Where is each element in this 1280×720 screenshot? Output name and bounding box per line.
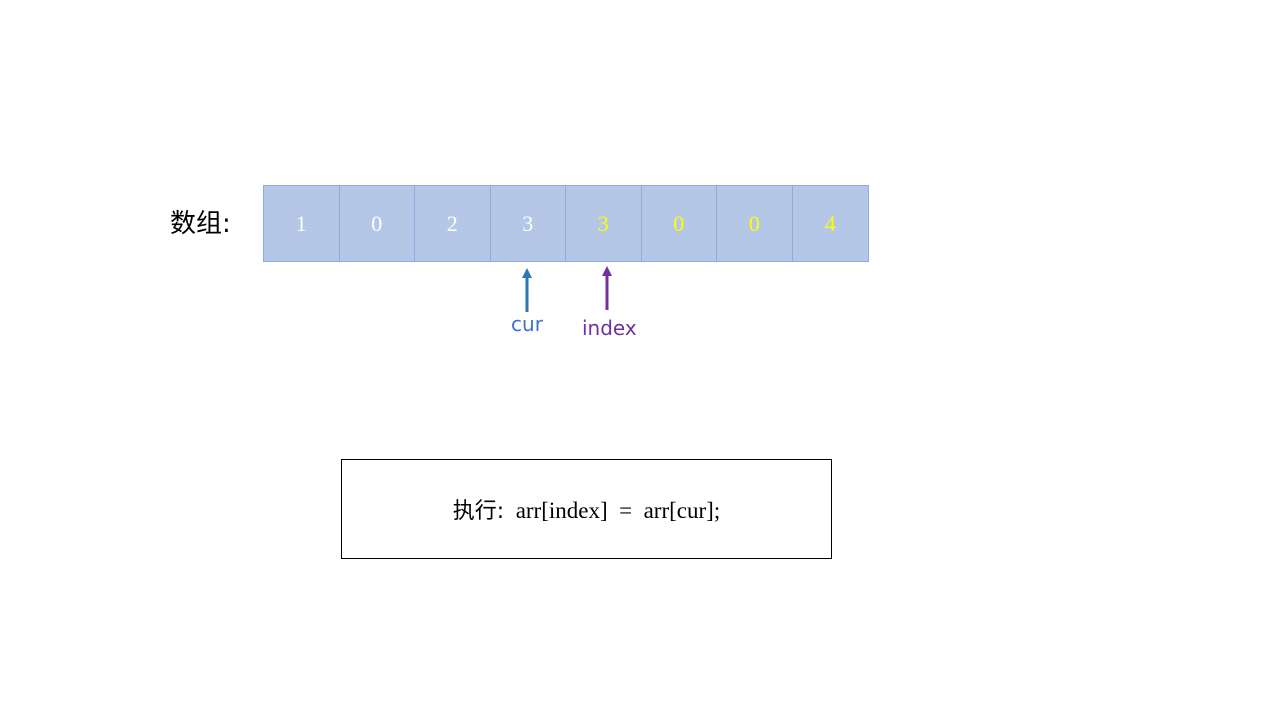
code-prefix: 执行:: [452, 499, 505, 524]
index-label: index: [582, 316, 637, 340]
array-cell: 0: [641, 186, 717, 261]
index-pointer: index: [582, 266, 637, 340]
array-cell: 1: [264, 186, 340, 261]
code-expression: arr[index] = arr[cur];: [504, 498, 721, 523]
code-box: 执行: arr[index] = arr[cur];: [341, 459, 832, 559]
array-cell: 3: [566, 186, 642, 261]
cur-label: cur: [511, 312, 543, 336]
array-cell: 4: [792, 186, 868, 261]
array-cell: 0: [339, 186, 415, 261]
array-cell: 0: [717, 186, 793, 261]
array-cell: 2: [415, 186, 491, 261]
cur-pointer: cur: [507, 268, 547, 336]
array-label: 数组:: [170, 209, 231, 239]
cur-arrow-icon: [522, 268, 532, 312]
array-cell: 3: [490, 186, 566, 261]
index-arrow-icon: [602, 266, 612, 310]
code-statement: 执行: arr[index] = arr[cur];: [453, 493, 720, 525]
